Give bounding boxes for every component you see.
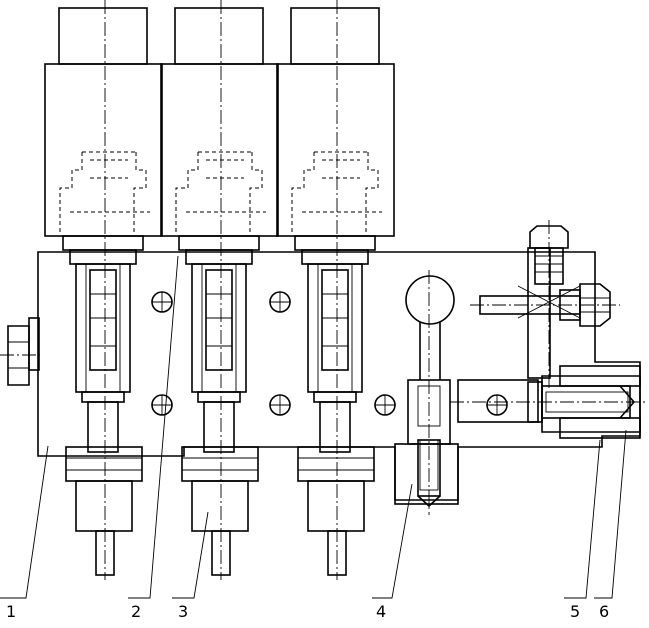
right-side-plug — [470, 283, 620, 327]
callout-5: 5 — [570, 602, 580, 621]
manifold-block — [37, 247, 641, 501]
solenoid-valve-1 — [44, 0, 163, 580]
callout-6: 6 — [599, 602, 609, 621]
solenoid-valve-2 — [160, 0, 279, 580]
callout-labels: 1 2 3 4 5 6 — [6, 602, 609, 621]
ball-check-valve — [394, 270, 459, 515]
callout-1: 1 — [6, 602, 16, 621]
side-plug-left — [0, 317, 40, 386]
relief-valve — [450, 365, 648, 439]
callout-4: 4 — [376, 602, 386, 621]
drilled-holes — [151, 291, 508, 416]
solenoid-valve-3 — [276, 0, 395, 580]
leader-lines — [0, 255, 627, 599]
callout-2: 2 — [131, 602, 141, 621]
callout-3: 3 — [178, 602, 188, 621]
